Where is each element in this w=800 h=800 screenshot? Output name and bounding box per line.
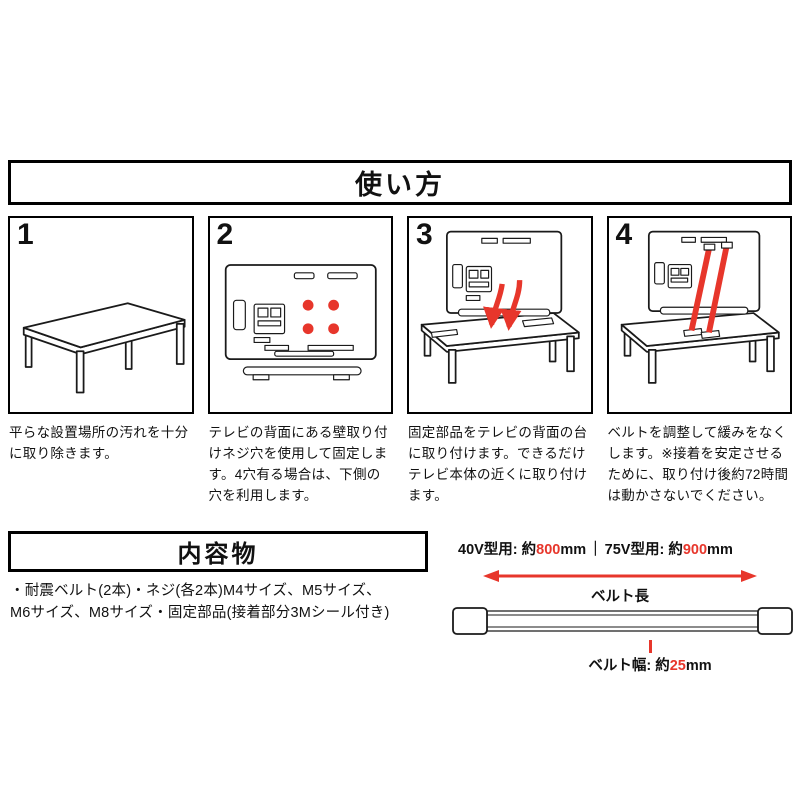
step-3-caption: 固定部品をテレビの背面の台に取り付けます。できるだけテレビ本体の近くに取り付けま… bbox=[408, 425, 588, 503]
width-prefix: ベルト幅: 約 bbox=[588, 658, 670, 674]
belt-top-fittings bbox=[703, 241, 733, 251]
step-3-panel: 3 bbox=[407, 216, 593, 414]
usage-section-header: 使い方 bbox=[8, 160, 792, 205]
belt-length-label: ベルト長 bbox=[591, 589, 649, 605]
table-top bbox=[22, 302, 186, 349]
usage-step-4: 4 bbox=[606, 216, 792, 507]
belt-width-label: ベルト幅: 約25mm bbox=[510, 654, 790, 675]
contents-section-header: 内容物 bbox=[8, 531, 428, 572]
width-value: 25 bbox=[669, 658, 686, 674]
tv-back-details bbox=[232, 272, 362, 381]
step-4-panel: 4 bbox=[606, 216, 792, 414]
step-2-number: 2 bbox=[216, 218, 234, 251]
belt-straps bbox=[688, 246, 729, 334]
tv-stand-bar bbox=[457, 308, 551, 317]
usage-steps: 1 平らな設置場所の汚れを十分に取り除きます。 2 bbox=[8, 216, 792, 507]
step-3-number: 3 bbox=[416, 218, 433, 251]
contents-list: ・耐震ベルト(2本)・ネジ(各2本)M4サイズ、M5サイズ、 M6サイズ、M8サ… bbox=[10, 580, 450, 624]
spec-40v-prefix: 40V型用: 約 bbox=[458, 542, 537, 558]
fixing-parts-on-table bbox=[682, 327, 720, 339]
belt-illustration bbox=[452, 607, 793, 635]
tv-back-details bbox=[653, 236, 727, 289]
belt-length-arrow bbox=[483, 570, 757, 582]
attach-fixing-parts-illustration bbox=[420, 230, 580, 384]
belt-straps bbox=[483, 279, 523, 331]
belt-width-tick bbox=[649, 640, 652, 653]
spec-separator: ｜ bbox=[588, 542, 603, 558]
step-2-panel: 2 bbox=[207, 216, 393, 414]
usage-title: 使い方 bbox=[355, 170, 445, 200]
belt-spec: 40V型用: 約800mm｜75V型用: 約900mm ベルト長 ベルト幅: 約… bbox=[450, 531, 798, 691]
tv-body bbox=[446, 230, 563, 314]
spec-40v-unit: mm bbox=[560, 542, 587, 558]
table bbox=[620, 312, 780, 384]
table-front-leg bbox=[75, 350, 85, 394]
table bbox=[420, 312, 580, 384]
belt-strap bbox=[486, 610, 759, 632]
step-1-panel: 1 bbox=[8, 216, 194, 414]
tv-back-details bbox=[452, 237, 531, 302]
tv-back-illustration bbox=[224, 264, 377, 381]
fixing-parts-on-table bbox=[430, 317, 555, 338]
arrow-left-head bbox=[483, 570, 499, 582]
contents-line-1: ・耐震ベルト(2本)・ネジ(各2本)M4サイズ、M5サイズ、 bbox=[10, 583, 381, 599]
tv-stand-bar bbox=[659, 306, 748, 315]
low-table-illustration bbox=[22, 302, 186, 394]
step-1-number: 1 bbox=[17, 218, 34, 251]
belt-right-end bbox=[757, 607, 793, 635]
belt-length-spec: 40V型用: 約800mm｜75V型用: 約900mm bbox=[458, 538, 733, 559]
contents-title: 内容物 bbox=[177, 541, 259, 568]
spec-40v-value: 800 bbox=[536, 542, 561, 558]
usage-step-1: 1 平らな設置場所の汚れを十分に取り除きます。 bbox=[8, 216, 194, 507]
usage-step-3: 3 bbox=[407, 216, 593, 507]
table-right-leg bbox=[175, 322, 185, 365]
arrow-right-head bbox=[741, 570, 757, 582]
step-2-caption: テレビの背面にある壁取り付けネジ穴を使用して固定します。4穴有る場合は、下側の穴… bbox=[208, 425, 388, 503]
screw-hole-markers bbox=[302, 299, 339, 335]
belt-left-end bbox=[452, 607, 488, 635]
step-1-caption: 平らな設置場所の汚れを十分に取り除きます。 bbox=[9, 425, 189, 461]
tighten-belts-illustration bbox=[620, 230, 780, 384]
spec-75v-prefix: 75V型用: 約 bbox=[604, 542, 683, 558]
step-4-number: 4 bbox=[615, 218, 633, 251]
step-4-caption: ベルトを調整して緩みをなくします。※接着を安定させるために、取り付け後約72時間… bbox=[607, 425, 789, 503]
width-unit: mm bbox=[685, 658, 712, 674]
tv-body bbox=[224, 264, 377, 361]
spec-75v-value: 900 bbox=[682, 542, 708, 558]
spec-75v-unit: mm bbox=[707, 542, 733, 558]
usage-step-2: 2 bbox=[207, 216, 393, 507]
contents-line-2: M6サイズ、M8サイズ・固定部品(接着部分3Mシール付き) bbox=[10, 605, 390, 621]
